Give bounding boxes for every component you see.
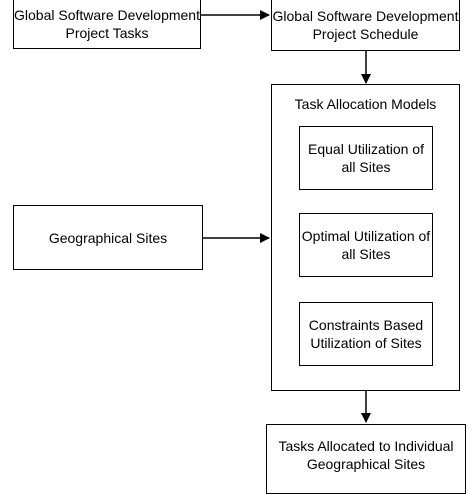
equal-utilization-line1: Equal Utilization of <box>308 141 424 157</box>
optimal-utilization-line2: all Sites <box>341 246 391 262</box>
tasks-allocated-line2: Geographical Sites <box>306 456 426 472</box>
constraints-based-box: Constraints Based Utilization of Sites <box>299 302 433 366</box>
task-allocation-models-title: Task Allocation Models <box>294 96 437 112</box>
gsd-schedule-line1: Global Software Development <box>272 7 459 24</box>
constraints-based-line2: Utilization of Sites <box>310 335 422 351</box>
gsd-tasks-line1: Global Software Development <box>14 6 200 23</box>
tasks-allocated-line1: Tasks Allocated to Individual <box>278 438 454 454</box>
geographical-sites-box: Geographical Sites <box>13 205 203 270</box>
optimal-utilization-line1: Optimal Utilization of <box>301 228 431 244</box>
equal-utilization-box: Equal Utilization of all Sites <box>299 126 433 190</box>
equal-utilization-line2: all Sites <box>341 159 391 175</box>
connector-layer <box>201 10 371 423</box>
gsd-schedule-line2: Project Schedule <box>312 25 419 42</box>
gsd-schedule-box: Global Software Development Project Sche… <box>271 0 460 51</box>
flow-diagram: Global Software Development Project Task… <box>13 0 466 494</box>
constraints-based-line1: Constraints Based <box>308 317 424 333</box>
gsd-tasks-box: Global Software Development Project Task… <box>13 0 201 49</box>
optimal-utilization-box: Optimal Utilization of all Sites <box>299 213 433 277</box>
gsd-tasks-line2: Project Tasks <box>65 24 149 41</box>
tasks-allocated-box: Tasks Allocated to Individual Geographic… <box>266 424 466 494</box>
geographical-sites-label: Geographical Sites <box>48 229 168 246</box>
